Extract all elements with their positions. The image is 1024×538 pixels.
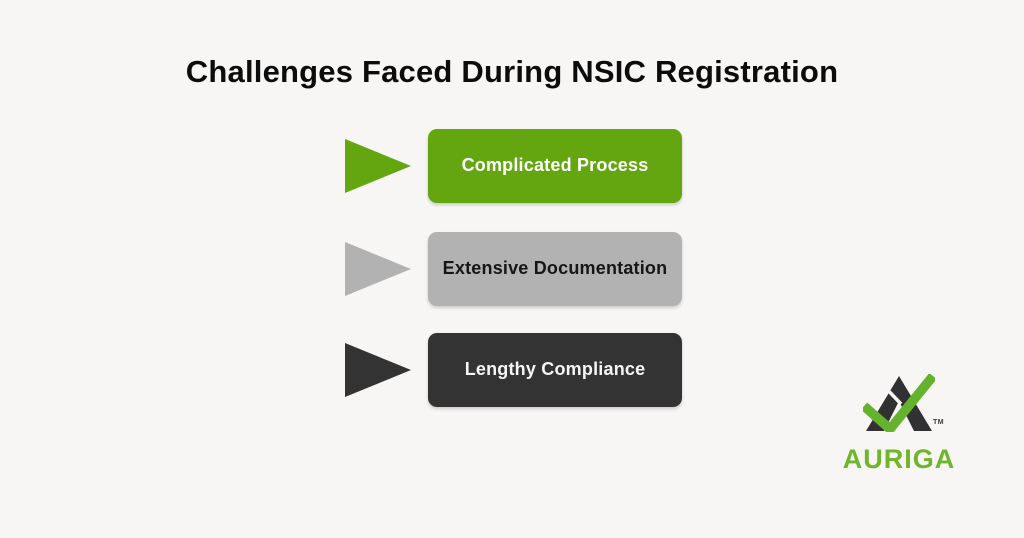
a-mountain-check-icon: TM [863,374,944,432]
challenge-label: Lengthy Compliance [464,359,646,379]
challenge-box: Extensive Documentation [428,231,682,306]
right-triangle-icon [345,138,411,193]
challenge-row: Extensive Documentation [345,231,685,306]
challenge-box: Lengthy Compliance [428,332,682,407]
right-triangle-icon [345,342,411,397]
challenge-row: Complicated Process [345,128,685,203]
brand-wordmark: AURIGA [842,444,956,474]
challenge-row: Lengthy Compliance [345,332,685,407]
trademark-label: TM [933,419,945,426]
auriga-logo: TM AURIGA [838,374,960,475]
challenge-label: Complicated Process [461,155,649,175]
challenge-box: Complicated Process [428,128,682,203]
challenge-label: Extensive Documentation [442,258,668,278]
right-triangle-icon [345,241,411,296]
page-title: Challenges Faced During NSIC Registratio… [185,54,839,89]
